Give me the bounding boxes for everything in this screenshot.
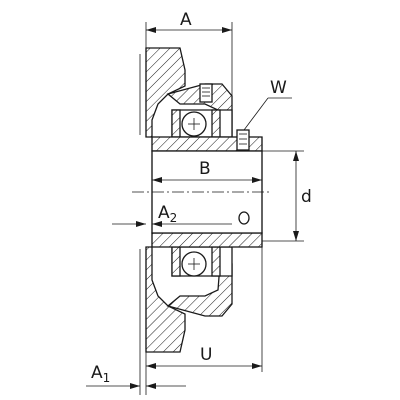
label-a1: A1 bbox=[91, 363, 110, 385]
flange-housing-upper bbox=[139, 47, 233, 138]
dimension-a: A bbox=[145, 10, 233, 110]
bearing-lower bbox=[171, 246, 233, 277]
dimension-a1: A1 bbox=[86, 346, 186, 395]
dimension-w: W bbox=[243, 78, 292, 131]
label-a2: A2 bbox=[158, 203, 177, 225]
label-a: A bbox=[180, 10, 192, 30]
label-b: B bbox=[199, 159, 211, 179]
dimension-u: U bbox=[145, 247, 263, 395]
dimension-d: d bbox=[262, 150, 312, 242]
dimension-a2: A2 bbox=[112, 203, 232, 227]
bearing-upper bbox=[171, 109, 233, 138]
dimension-b: B bbox=[152, 159, 262, 183]
grease-nipple bbox=[199, 83, 213, 103]
label-w: W bbox=[270, 78, 287, 98]
label-u: U bbox=[200, 345, 212, 365]
lube-hole bbox=[238, 211, 250, 225]
set-screw bbox=[236, 129, 250, 151]
label-d: d bbox=[301, 187, 312, 207]
